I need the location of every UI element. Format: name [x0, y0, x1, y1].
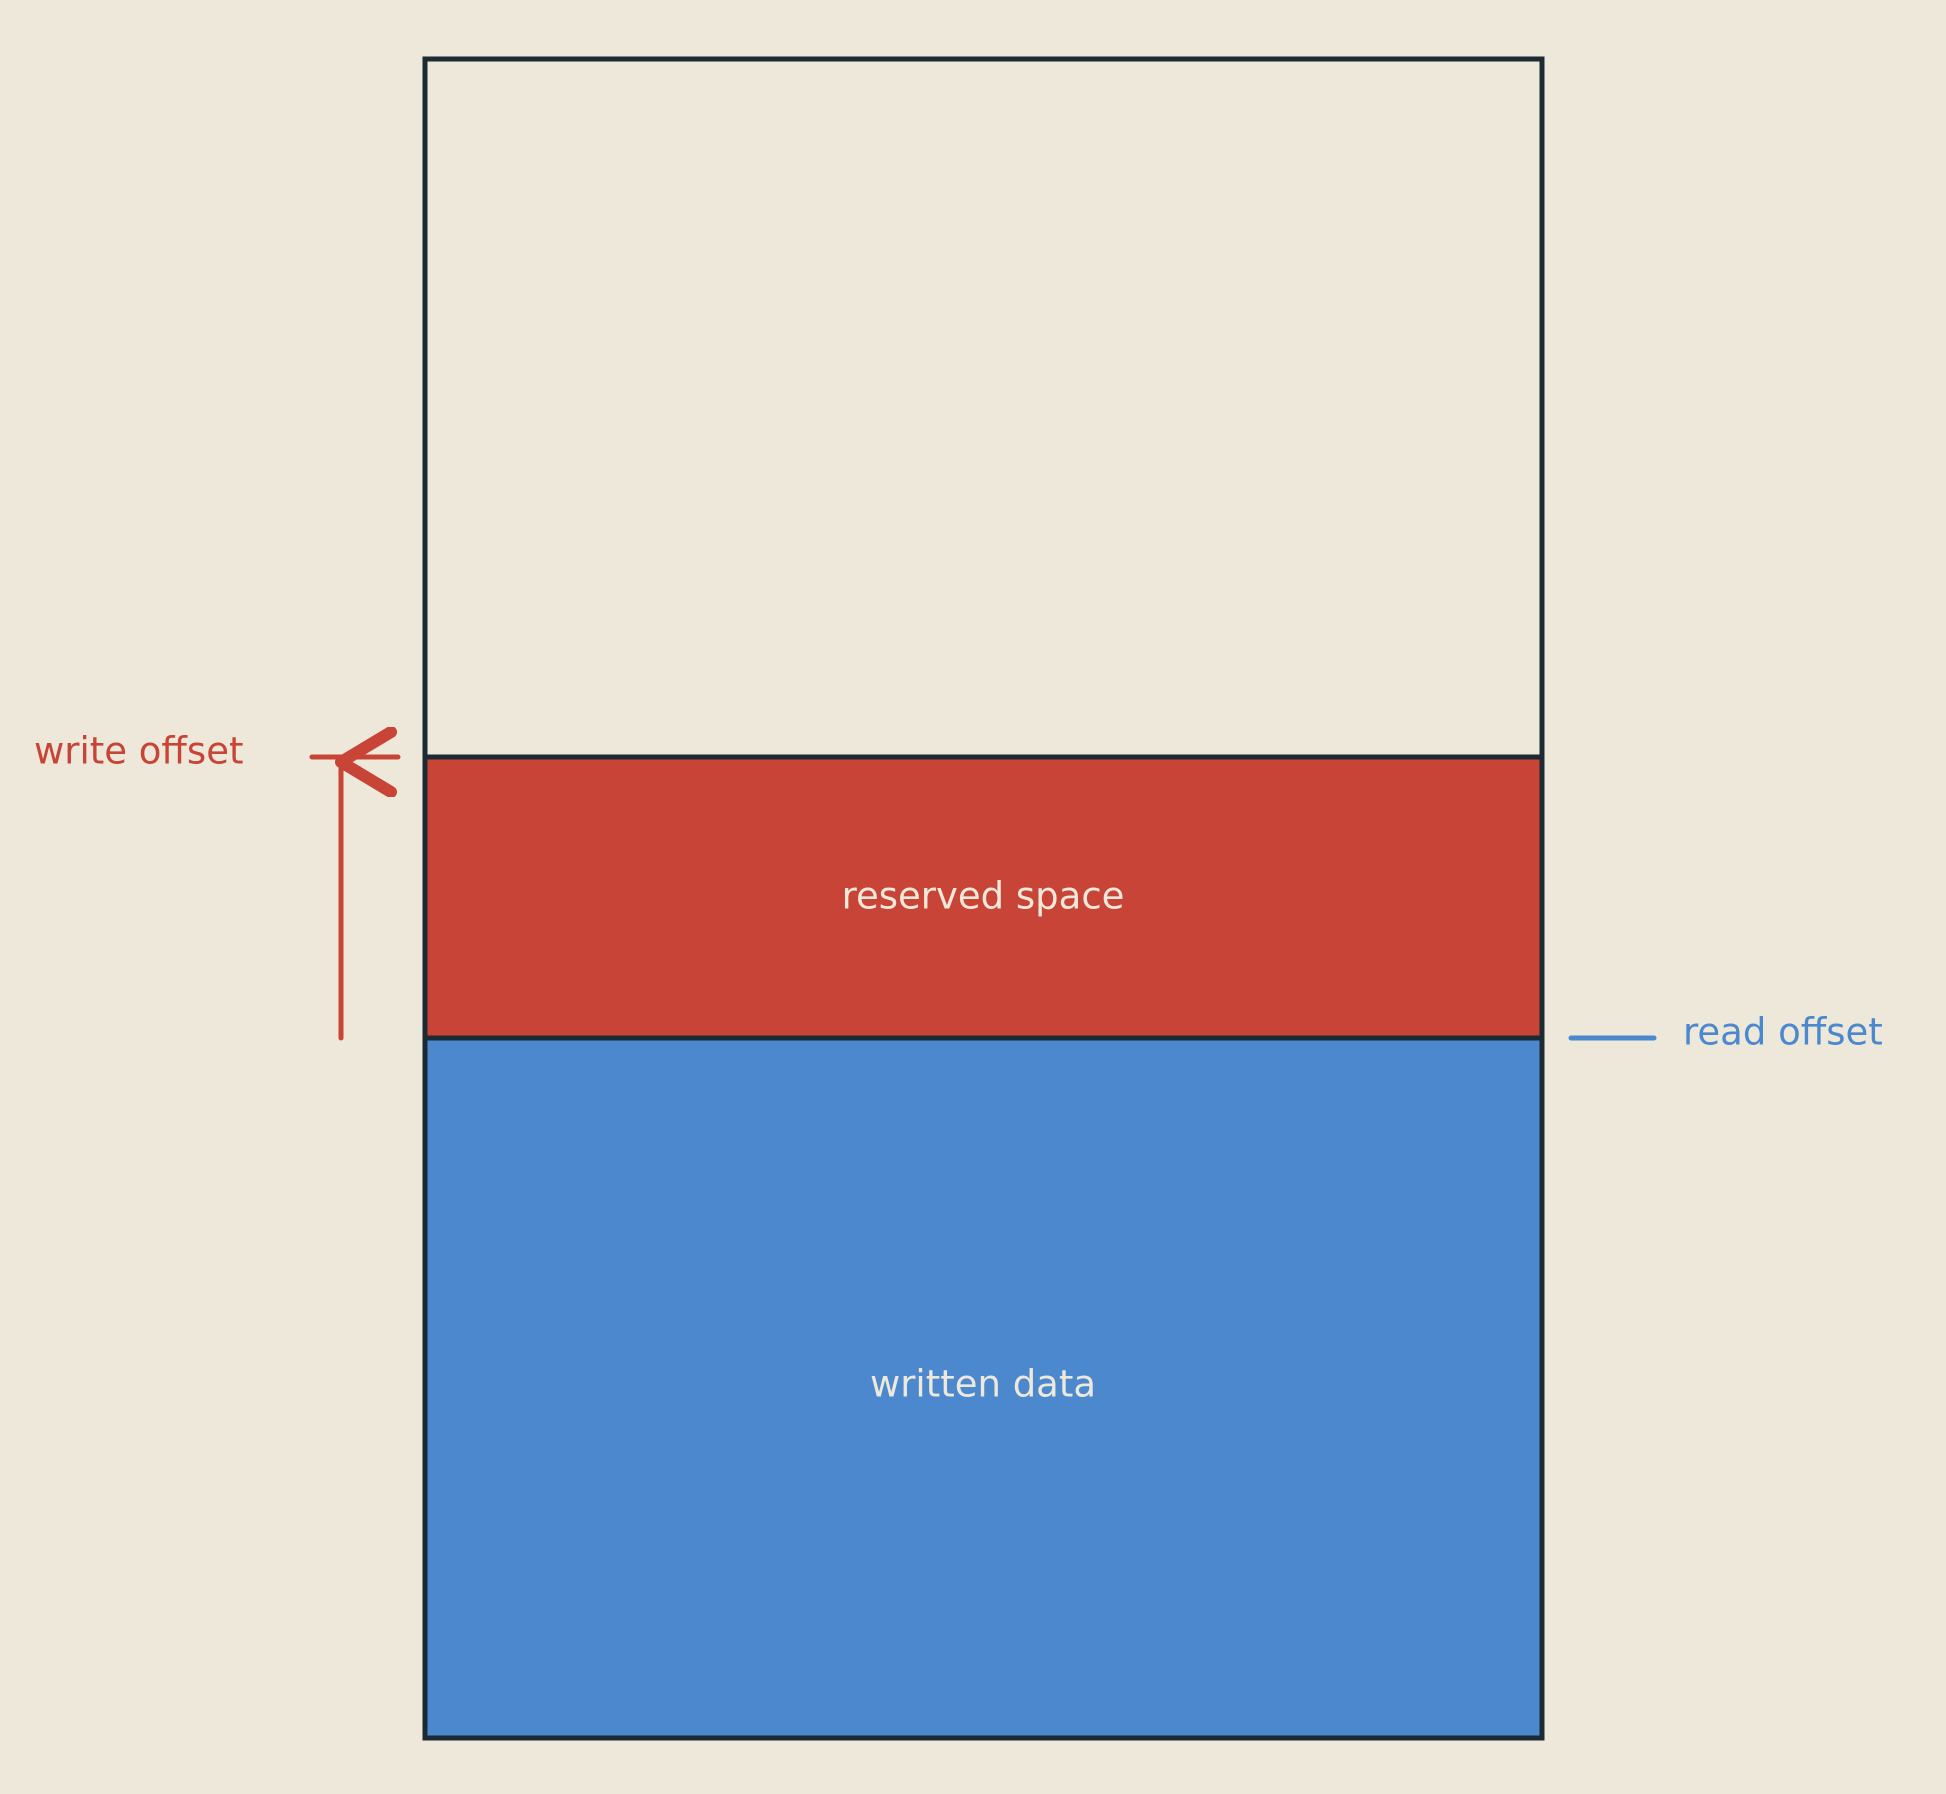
free-space-region	[422, 56, 1545, 760]
reserved-space-region	[422, 754, 1545, 1041]
written-data-region	[422, 1035, 1545, 1741]
reserved-space-label: reserved space	[842, 875, 1125, 918]
read-offset-label: read offset	[1683, 1011, 1883, 1054]
written-data-label: written data	[870, 1363, 1096, 1406]
write-offset-label: write offset	[34, 730, 243, 773]
